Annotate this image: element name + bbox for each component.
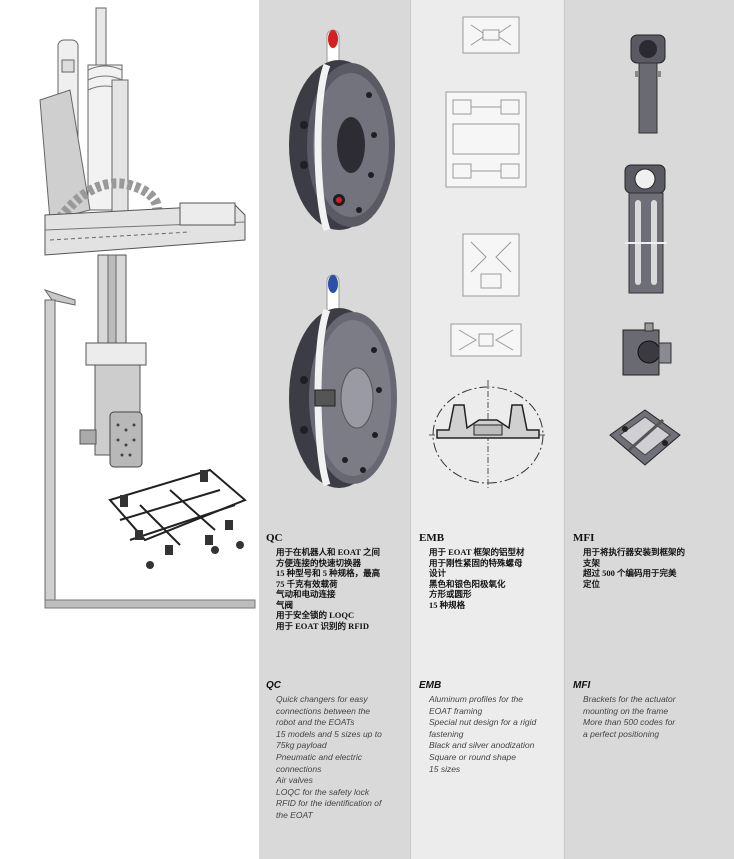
list-item: mounting on the frame: [583, 705, 669, 716]
list-item: 用于安全锁的 LOQC: [276, 610, 355, 620]
list-item: LOQC for the safety lock: [276, 786, 370, 797]
list-item: fastening: [429, 728, 464, 739]
list-item: Square or round shape: [429, 751, 516, 762]
list-item: 设计: [429, 568, 447, 578]
list-item: 75kg payload: [276, 740, 327, 751]
list-item: 支架: [583, 557, 601, 568]
emb-en-title: EMB: [419, 680, 442, 691]
list-item: More than 500 codes for: [583, 717, 676, 728]
list-item: Quick changers for easy: [276, 694, 368, 704]
qc-en-feature-list: Quick changers for easy connections betw…: [276, 694, 382, 822]
mfi-column: MFI 用于将执行器安装到框架的 支架 超过 500 个编码用于完美 定位 MF…: [564, 0, 734, 859]
list-item: 75 千克有效载荷: [276, 578, 338, 589]
aluminum-profile-drawings: [445, 16, 527, 357]
list-item: 15 models and 5 sizes up to: [276, 728, 382, 739]
list-item: a perfect positioning: [583, 728, 660, 739]
list-item: EOAT framing: [429, 705, 483, 716]
mfi-en-feature-list: Brackets for the actuator mounting on th…: [583, 694, 676, 740]
profile-section-drawing: [429, 380, 547, 490]
bracket-images: [609, 34, 681, 466]
list-item: 用于将执行器安装到框架的: [583, 547, 686, 557]
emb-column: EMB 用于 EOAT 框架的铝型材 用于刚性紧固的特殊螺母 设计 黑色和银色阳…: [410, 0, 565, 859]
list-item: Brackets for the actuator: [583, 694, 676, 704]
mfi-en-title: MFI: [573, 680, 591, 691]
qc-en-title: QC: [266, 680, 281, 691]
emb-cn-title: EMB: [419, 532, 445, 544]
robot-arm-illustration: [39, 7, 256, 609]
mfi-cn-feature-list: 用于将执行器安装到框架的 支架 超过 500 个编码用于完美 定位: [583, 547, 685, 589]
list-item: Air valves: [276, 775, 313, 786]
list-item: 气阀: [276, 599, 294, 610]
list-item: Pneumatic and electric: [276, 751, 362, 762]
list-item: robot and the EOATs: [276, 717, 355, 728]
list-item: 气动和电动连接: [276, 589, 336, 599]
list-item: 用于 EOAT 框架的铝型材: [429, 547, 525, 557]
list-item: 用于在机器人和 EOAT 之间: [276, 547, 381, 557]
list-item: Special nut design for a rigid: [429, 717, 537, 728]
list-item: 用于刚性紧固的特殊螺母: [429, 557, 523, 568]
list-item: connections between the: [276, 705, 371, 716]
emb-en-feature-list: Aluminum profiles for the EOAT framing S…: [429, 694, 536, 775]
list-item: 黑色和银色阳极氧化: [429, 578, 506, 589]
qc-cn-title: QC: [266, 532, 283, 544]
qc-cn-feature-list: 用于在机器人和 EOAT 之间 方便连接的快速切换器 15 种型号和 5 种规格…: [276, 547, 380, 631]
list-item: 15 种规格: [429, 599, 466, 610]
qc-column: QC 用于在机器人和 EOAT 之间 方便连接的快速切换器 15 种型号和 5 …: [259, 0, 410, 859]
list-item: 方形或圆形: [429, 589, 472, 599]
quick-changer-red: [289, 29, 395, 232]
list-item: 定位: [583, 578, 601, 589]
list-item: 用于 EOAT 识别的 RFID: [276, 620, 369, 631]
list-item: 方便连接的快速切换器: [276, 557, 362, 568]
list-item: 15 种型号和 5 种规格，最高: [276, 568, 381, 578]
list-item: 超过 500 个编码用于完美: [583, 568, 677, 578]
list-item: Aluminum profiles for the: [429, 694, 524, 704]
mfi-cn-title: MFI: [573, 532, 595, 544]
emb-cn-feature-list: 用于 EOAT 框架的铝型材 用于刚性紧固的特殊螺母 设计 黑色和银色阳极氧化 …: [429, 547, 525, 610]
list-item: connections: [276, 763, 322, 774]
list-item: Black and silver anodization: [429, 740, 535, 751]
list-item: 15 sizes: [429, 763, 461, 774]
list-item: the EOAT: [276, 809, 313, 820]
quick-changer-blue: [289, 274, 397, 488]
list-item: RFID for the identification of: [276, 798, 382, 809]
